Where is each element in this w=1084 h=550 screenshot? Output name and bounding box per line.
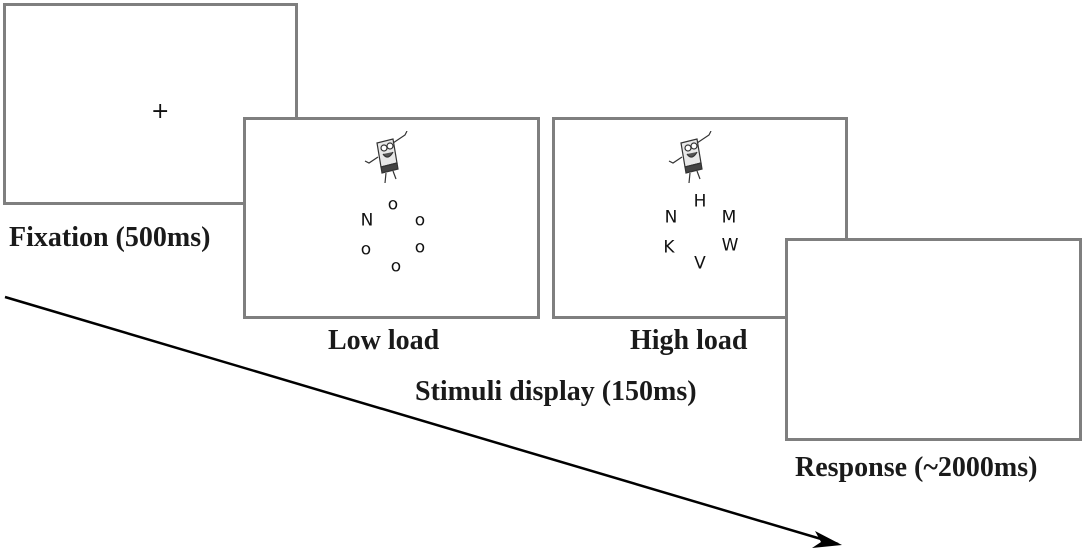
cartoon-character-icon xyxy=(364,131,408,184)
stimulus-letter: o xyxy=(414,210,426,231)
stimulus-letter: N xyxy=(360,210,374,231)
stimulus-letter: V xyxy=(694,253,706,274)
stimulus-letter: o xyxy=(360,239,372,260)
response-caption: Response (~2000ms) xyxy=(795,452,1038,483)
stimulus-letter: W xyxy=(721,235,739,256)
stimulus-letter: o xyxy=(390,256,402,277)
fixation-caption: Fixation (500ms) xyxy=(9,222,211,253)
response-screen xyxy=(785,238,1082,441)
high-load-caption: High load xyxy=(630,325,748,356)
stimuli-display-caption: Stimuli display (150ms) xyxy=(415,376,697,407)
stimulus-letter: o xyxy=(414,237,426,258)
timeline-arrow-line xyxy=(4,295,839,546)
low-load-screen: o N o o o o xyxy=(243,117,540,319)
fixation-cross: + xyxy=(151,99,170,124)
cartoon-character-icon xyxy=(668,131,712,184)
arrowhead-icon xyxy=(812,531,842,548)
stimulus-letter: H xyxy=(693,191,707,212)
stimulus-letter: M xyxy=(721,207,737,228)
low-load-caption: Low load xyxy=(328,325,440,356)
stimulus-letter: o xyxy=(387,194,399,215)
stimulus-letter: N xyxy=(664,207,678,228)
stimulus-letter: K xyxy=(663,237,675,258)
